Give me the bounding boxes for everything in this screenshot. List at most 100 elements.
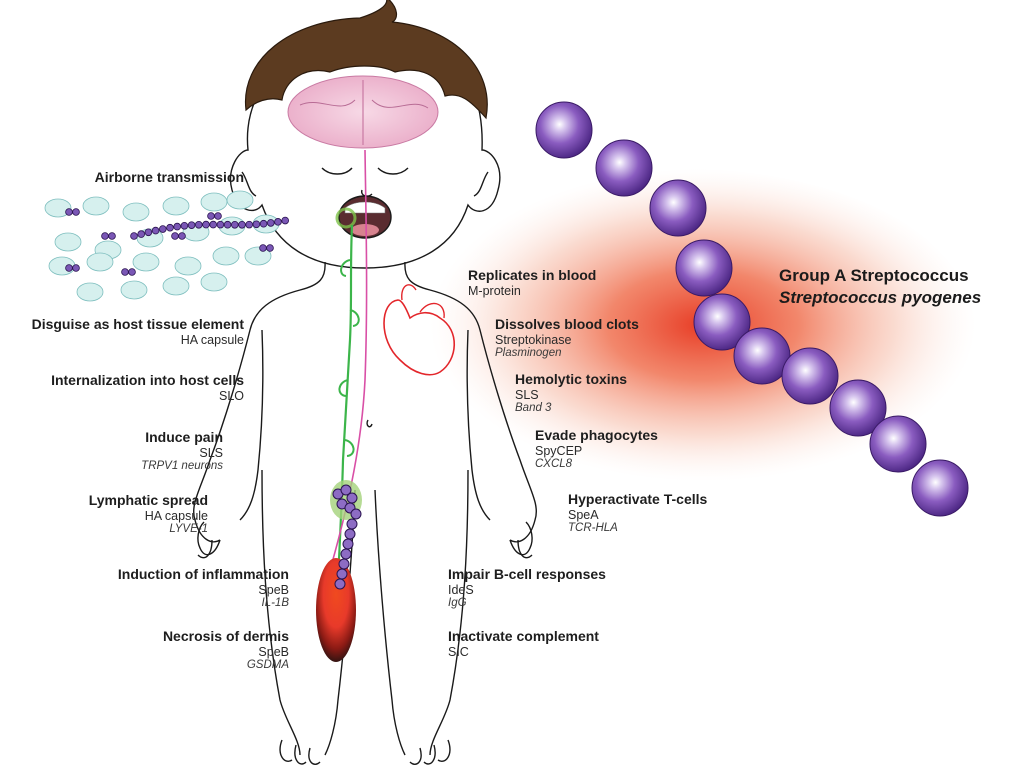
label-factor: SLS <box>515 388 627 402</box>
label-title: Induction of inflammation <box>118 567 289 583</box>
droplet <box>163 197 189 215</box>
chain-coccus <box>131 233 138 240</box>
diplococcus <box>129 269 136 276</box>
chain-coccus <box>145 229 152 236</box>
chain-coccus <box>224 221 231 228</box>
label-title: Replicates in blood <box>468 268 596 284</box>
label-receptor: Plasminogen <box>495 347 639 360</box>
label-title: Induce pain <box>141 430 223 446</box>
droplet <box>201 273 227 291</box>
label-receptor: LYVE-1 <box>89 523 208 536</box>
organism-species-name: Streptococcus pyogenes <box>779 288 981 308</box>
chain-coccus <box>195 221 202 228</box>
chain-coccus <box>239 221 246 228</box>
label-airborne-transmission: Airborne transmission <box>95 170 244 186</box>
chain-coccus <box>138 231 145 238</box>
label-evade-phagocytes: Evade phagocytes SpyCEP CXCL8 <box>535 428 658 471</box>
coccus-cell <box>676 240 732 296</box>
label-internalization: Internalization into host cells SLO <box>51 373 244 403</box>
droplet <box>175 257 201 275</box>
droplet <box>87 253 113 271</box>
label-receptor: TRPV1 neurons <box>141 460 223 473</box>
diplococcus <box>172 233 179 240</box>
label-inactivate-complement: Inactivate complement SIC <box>448 629 599 659</box>
label-factor: HA capsule <box>89 509 208 523</box>
diplococcus <box>215 213 222 220</box>
droplet <box>83 197 109 215</box>
label-receptor: IL-1B <box>118 597 289 610</box>
label-receptor: TCR-HLA <box>568 522 707 535</box>
droplet <box>201 193 227 211</box>
droplet <box>77 283 103 301</box>
label-necrosis: Necrosis of dermis SpeB GSDMA <box>163 629 289 672</box>
label-factor: SLO <box>51 389 244 403</box>
chain-coccus <box>253 221 260 228</box>
label-induce-pain: Induce pain SLS TRPV1 neurons <box>141 430 223 473</box>
organism-common-name: Group A Streptococcus <box>779 266 981 286</box>
diplococcus <box>66 265 73 272</box>
label-receptor: GSDMA <box>163 659 289 672</box>
droplet <box>121 281 147 299</box>
label-factor: SpyCEP <box>535 444 658 458</box>
diplococcus <box>208 213 215 220</box>
label-title: Necrosis of dermis <box>163 629 289 645</box>
coccus-cell <box>912 460 968 516</box>
chain-coccus <box>282 217 289 224</box>
droplet <box>55 233 81 251</box>
label-receptor: Band 3 <box>515 402 627 415</box>
droplet <box>123 203 149 221</box>
small-coccus <box>347 493 357 503</box>
label-factor: IdeS <box>448 583 606 597</box>
droplet <box>163 277 189 295</box>
label-title: Disguise as host tissue element <box>32 317 244 333</box>
label-factor: SpeA <box>568 508 707 522</box>
label-factor: SpeB <box>118 583 289 597</box>
coccus-cell <box>596 140 652 196</box>
label-title: Airborne transmission <box>95 170 244 186</box>
coccus-cell <box>650 180 706 236</box>
small-coccus <box>341 549 351 559</box>
coccus-cell <box>870 416 926 472</box>
diplococcus <box>73 265 80 272</box>
chain-coccus <box>203 221 210 228</box>
diplococcus <box>102 233 109 240</box>
label-lymphatic-spread: Lymphatic spread HA capsule LYVE-1 <box>89 493 208 536</box>
coccus-cell <box>782 348 838 404</box>
label-hemolytic-toxins: Hemolytic toxins SLS Band 3 <box>515 372 627 415</box>
label-title: Hyperactivate T-cells <box>568 492 707 508</box>
small-coccus <box>337 569 347 579</box>
label-receptor: CXCL8 <box>535 458 658 471</box>
chain-coccus <box>246 221 253 228</box>
label-factor: M-protein <box>468 284 596 298</box>
diplococcus <box>66 209 73 216</box>
chain-coccus <box>260 220 267 227</box>
label-title: Internalization into host cells <box>51 373 244 389</box>
coccus-cell <box>536 102 592 158</box>
label-title: Lymphatic spread <box>89 493 208 509</box>
label-title: Evade phagocytes <box>535 428 658 444</box>
droplet <box>133 253 159 271</box>
chain-coccus <box>275 218 282 225</box>
label-hyperactivate-tcells: Hyperactivate T-cells SpeA TCR-HLA <box>568 492 707 535</box>
label-disguise: Disguise as host tissue element HA capsu… <box>32 317 244 347</box>
label-title: Impair B-cell responses <box>448 567 606 583</box>
label-receptor: IgG <box>448 597 606 610</box>
label-dissolves-clots: Dissolves blood clots Streptokinase Plas… <box>495 317 639 360</box>
chain-coccus <box>267 219 274 226</box>
small-coccus <box>343 539 353 549</box>
small-coccus <box>347 519 357 529</box>
diplococcus <box>109 233 116 240</box>
label-factor: SLS <box>141 446 223 460</box>
chain-coccus <box>174 223 181 230</box>
chain-coccus <box>181 222 188 229</box>
label-factor: Streptokinase <box>495 333 639 347</box>
small-coccus <box>339 559 349 569</box>
droplet <box>227 191 253 209</box>
label-replicates-in-blood: Replicates in blood M-protein <box>468 268 596 298</box>
chain-coccus <box>188 222 195 229</box>
label-factor: HA capsule <box>32 333 244 347</box>
diplococcus <box>73 209 80 216</box>
diplococcus <box>179 233 186 240</box>
chain-coccus <box>217 221 224 228</box>
